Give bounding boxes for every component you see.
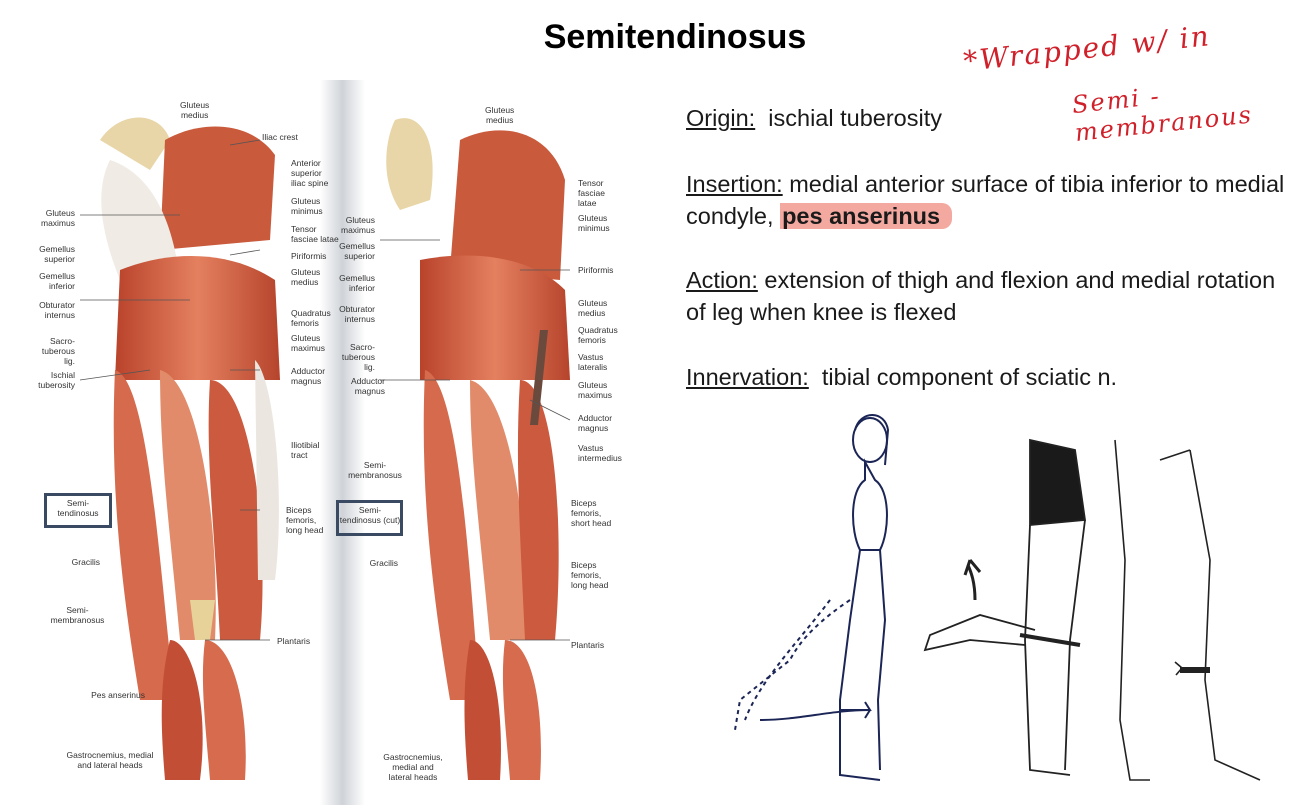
- label-semitendinosus-left: Semi- tendinosus: [57, 498, 99, 518]
- label-gastrocnemius-left: Gastrocnemius, medial and lateral heads: [66, 750, 154, 770]
- label-biceps-long-right: Biceps femoris, long head: [571, 560, 609, 590]
- label-gastrocnemius-right: Gastrocnemius, medial and lateral heads: [383, 752, 443, 782]
- label-gemellus-inferior-right: Gemellus inferior: [339, 273, 375, 293]
- label-adductor-magnus-left: Adductor magnus: [291, 366, 326, 386]
- semitendinosus-label-box-left: [44, 493, 112, 528]
- label-gluteus-minimus-left: Gluteus minimus: [291, 196, 323, 216]
- label-vastus-intermedius: Vastus intermedius: [578, 443, 622, 463]
- label-tensor-fasciae-latae-left: Tensor fasciae latae: [291, 224, 339, 244]
- action-term: Action:: [686, 267, 758, 293]
- slide-title: Semitendinosus: [543, 18, 807, 56]
- label-plantaris-left: Plantaris: [277, 636, 311, 646]
- label-biceps-long-left: Biceps femoris, long head: [286, 505, 324, 535]
- insertion-line: Insertion: medial anterior surface of ti…: [686, 168, 1291, 232]
- origin-text: ischial tuberosity: [768, 105, 942, 131]
- label-quadratus-femoris-left: Quadratus femoris: [291, 308, 331, 328]
- label-gracilis-left: Gracilis: [71, 557, 100, 567]
- label-sacrotuberous-left: Sacro- tuberous lig.: [41, 336, 75, 366]
- label-ischial-tuberosity: Ischial tuberosity: [38, 370, 75, 390]
- innervation-text: tibial component of sciatic n.: [821, 364, 1118, 390]
- insertion-term: Insertion:: [686, 171, 783, 197]
- action-line: Action: extension of thigh and flexion a…: [686, 264, 1291, 328]
- medial-rotation-figure: [1114, 439, 1261, 781]
- label-gemellus-inferior-left: Gemellus inferior: [39, 271, 75, 291]
- label-semimembranosus-right: Semi- membranosus: [348, 460, 402, 480]
- label-quadratus-femoris-right: Quadratus femoris: [578, 325, 618, 345]
- label-adductor-magnus-right-l: Adductor magnus: [350, 376, 385, 396]
- origin-term: Origin:: [686, 105, 756, 131]
- label-piriformis-left: Piriformis: [291, 251, 327, 261]
- label-semitendinosus-cut: Semi- tendinosus (cut): [339, 505, 401, 525]
- label-iliac-crest: Iliac crest: [262, 132, 298, 142]
- label-plantaris-right: Plantaris: [571, 640, 605, 650]
- label-gluteus-medius-left-r: Gluteus medius: [291, 267, 321, 287]
- label-gluteus-maximus-left-l: Gluteus maximus: [40, 208, 75, 228]
- label-gluteus-medius-top-left: Gluteus medius: [180, 100, 210, 120]
- label-gracilis-right: Gracilis: [369, 558, 398, 568]
- innervation-line: Innervation: tibial component of sciatic…: [686, 361, 1291, 393]
- label-vastus-lateralis: Vastus lateralis: [578, 352, 608, 372]
- hip-extension-figure: [734, 414, 890, 781]
- label-gluteus-medius-right-r: Gluteus medius: [578, 298, 608, 318]
- label-obturator-internus-left: Obturator internus: [39, 300, 75, 320]
- label-asis: Anterior superior iliac spine: [291, 158, 329, 188]
- label-iliotibial-tract: Iliotibial tract: [291, 440, 320, 460]
- label-semimembranosus-left: Semi- membranosus: [50, 605, 105, 625]
- label-sacrotuberous-right: Sacro- tuberous lig.: [341, 342, 375, 372]
- anatomy-illustration: Gluteus medius Iliac crest Anterior supe…: [0, 80, 690, 805]
- pes-anserinus-highlight: pes anserinus: [780, 203, 953, 229]
- label-gemellus-superior-right: Gemellus superior: [339, 241, 375, 261]
- innervation-term: Innervation:: [686, 364, 809, 390]
- posterior-thigh-muscles-image: [79, 80, 571, 805]
- knee-flexion-figure: [923, 438, 1087, 776]
- action-text: extension of thigh and flexion and media…: [686, 267, 1276, 325]
- label-adductor-magnus-right-r: Adductor magnus: [578, 413, 613, 433]
- origin-line: Origin: ischial tuberosity: [686, 102, 1291, 134]
- label-gemellus-superior-left: Gemellus superior: [39, 244, 75, 264]
- movement-illustrations: [734, 414, 1261, 781]
- label-obturator-internus-right: Obturator internus: [339, 304, 375, 324]
- insertion-text: medial anterior surface of tibia inferio…: [686, 171, 1285, 229]
- label-pes-anserinus: Pes anserinus: [91, 690, 145, 700]
- label-gluteus-maximus-right-l: Gluteus maximus: [340, 215, 375, 235]
- label-biceps-short: Biceps femoris, short head: [571, 498, 612, 528]
- label-gluteus-maximus-right-r: Gluteus maximus: [578, 380, 613, 400]
- handwritten-note-line1: *Wrapped w/ in: [961, 19, 1213, 78]
- label-gluteus-maximus-left-r: Gluteus maximus: [291, 333, 326, 353]
- label-tensor-fasciae-latae-right: Tensor fasciae latae: [578, 178, 605, 208]
- semitendinosus-label-box-right: [336, 500, 403, 536]
- label-piriformis-right: Piriformis: [578, 265, 614, 275]
- label-gluteus-medius-top-right: Gluteus medius: [485, 105, 515, 125]
- label-gluteus-minimus-right: Gluteus minimus: [578, 213, 610, 233]
